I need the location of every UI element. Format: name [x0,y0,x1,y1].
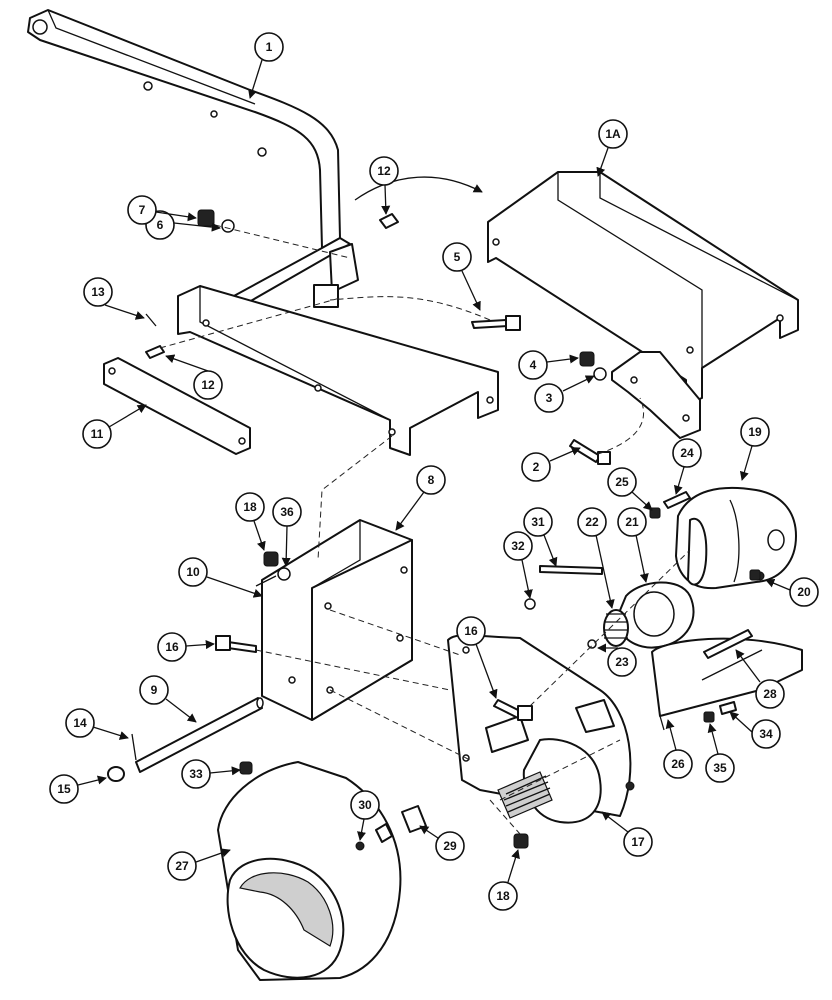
callout-16-left: 16 [157,632,215,662]
callout-12-upper: 12 [369,156,399,215]
svg-text:35: 35 [713,761,727,775]
svg-text:23: 23 [615,655,629,669]
svg-text:18: 18 [496,889,510,903]
callout-5: 5 [442,242,481,311]
callout-20: 20 [765,577,819,607]
callout-18-top: 18 [235,492,266,551]
svg-text:30: 30 [358,798,372,812]
svg-text:18: 18 [243,500,257,514]
callout-13: 13 [83,277,145,320]
svg-text:7: 7 [139,203,146,217]
svg-text:16: 16 [464,624,478,638]
link-bar [103,357,251,455]
callout-19: 19 [739,417,770,481]
upper-channel-bracket [177,243,499,456]
flip-arrow [354,176,483,201]
callout-32: 32 [503,531,533,599]
callout-34: 34 [729,711,781,749]
svg-text:24: 24 [680,446,694,460]
callout-17: 17 [601,811,653,857]
fasteners [145,209,761,849]
svg-text:14: 14 [73,716,87,730]
callout-31: 31 [523,507,558,567]
svg-text:8: 8 [428,473,435,487]
callout-15: 15 [49,774,107,804]
hydraulic-pump [675,486,797,590]
callout-14: 14 [65,708,129,740]
svg-text:36: 36 [280,505,294,519]
callout-labels: 1 1A 2 3 4 5 6 7 8 9 10 11 12 12 13 14 1… [49,32,819,911]
callout-6: 6 [145,210,221,240]
svg-text:28: 28 [763,687,777,701]
callout-21: 21 [617,507,649,583]
svg-text:1: 1 [266,40,273,54]
svg-text:9: 9 [151,683,158,697]
svg-text:15: 15 [57,782,71,796]
callout-1a: 1A [596,119,628,177]
svg-text:1A: 1A [605,127,621,141]
svg-text:19: 19 [748,425,762,439]
callout-28: 28 [735,649,785,709]
svg-text:6: 6 [157,218,164,232]
alignment-lines [159,224,691,835]
svg-text:16: 16 [165,640,179,654]
svg-text:3: 3 [546,391,553,405]
callout-11: 11 [82,404,147,449]
svg-text:21: 21 [625,515,639,529]
arm-bracket [27,9,351,331]
driveline-shield [217,761,402,981]
svg-text:2: 2 [533,460,540,474]
cotter-pin [131,733,137,761]
callout-10: 10 [178,557,263,598]
svg-text:25: 25 [615,475,629,489]
callout-23: 23 [597,643,637,677]
gear [603,609,629,647]
callout-22: 22 [577,507,615,609]
svg-text:17: 17 [631,835,645,849]
svg-text:10: 10 [186,565,200,579]
callout-24: 24 [672,438,702,495]
svg-text:31: 31 [531,515,545,529]
svg-text:34: 34 [759,727,773,741]
gearbox [447,634,635,824]
callout-12-lower: 12 [165,354,223,400]
callout-18-bottom: 18 [488,849,520,911]
channel-1a [487,171,799,439]
svg-text:22: 22 [585,515,599,529]
callout-8: 8 [395,465,446,531]
callout-27: 27 [167,848,231,881]
svg-text:26: 26 [671,757,685,771]
callout-33: 33 [181,759,241,789]
svg-text:12: 12 [377,164,391,178]
callout-7: 7 [127,195,197,225]
gasket [615,581,695,649]
callout-25: 25 [607,467,653,511]
svg-text:12: 12 [201,378,215,392]
callout-30: 30 [350,790,380,841]
callout-26: 26 [663,719,693,779]
svg-text:27: 27 [175,859,189,873]
svg-text:13: 13 [91,285,105,299]
svg-text:32: 32 [511,539,525,553]
callout-9: 9 [139,675,197,723]
washer [107,766,125,782]
callout-3: 3 [534,375,595,413]
callout-2: 2 [521,447,581,482]
callout-1: 1 [248,32,284,99]
callout-36: 36 [272,497,302,567]
lower-bracket [261,519,413,721]
svg-text:5: 5 [454,250,461,264]
svg-text:4: 4 [530,358,537,372]
svg-text:33: 33 [189,767,203,781]
svg-text:20: 20 [797,585,811,599]
callout-29: 29 [419,825,465,861]
svg-text:11: 11 [91,427,104,441]
long-pin [135,697,264,773]
callout-35: 35 [705,723,735,783]
callout-4: 4 [518,350,579,380]
svg-text:29: 29 [443,839,457,853]
callout-16-right: 16 [456,616,498,699]
